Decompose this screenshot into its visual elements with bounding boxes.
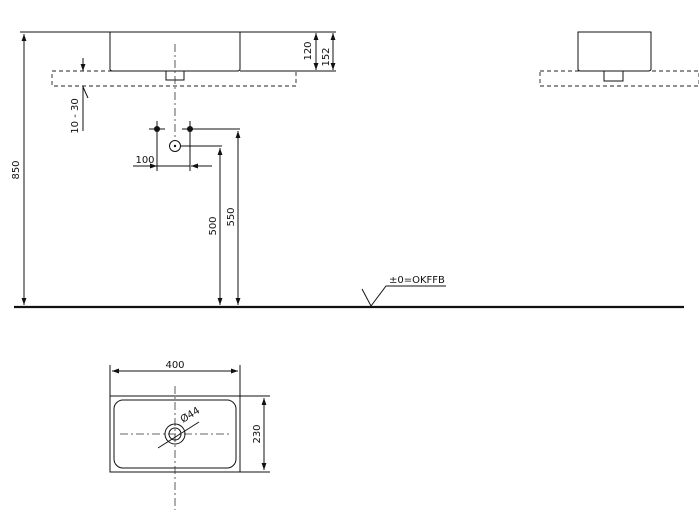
dim-120-label: 120: [303, 41, 314, 60]
floor-reference-marker: ±0=OKFFB: [361, 275, 446, 307]
side-elevation: [539, 31, 699, 87]
dim-230-label: 230: [252, 424, 263, 443]
dim-500-label: 500: [208, 216, 219, 235]
top-view: 400 Ø44 230: [109, 360, 270, 510]
dim-550-label: 550: [226, 207, 237, 226]
dim-counter-label: 10 - 30: [70, 98, 81, 133]
countertop: [51, 70, 297, 87]
floor-reference-label: ±0=OKFFB: [389, 275, 445, 286]
dim-850-label: 850: [11, 160, 22, 179]
dim-152-label: 152: [321, 47, 332, 66]
supply-valve-right: [182, 121, 198, 137]
waste-outlet: [169, 140, 181, 152]
supply-valve-left: [149, 121, 165, 137]
basin-side-view: [109, 31, 241, 72]
side-countertop: [539, 70, 699, 87]
dim-100-label: 100: [135, 155, 154, 166]
dim-400-label: 400: [165, 360, 184, 371]
basin-side-profile: [577, 31, 652, 72]
side-drain: [603, 70, 624, 82]
front-elevation: 850 120 152 10 - 30: [11, 31, 684, 309]
dim-diameter-leader: [157, 421, 200, 449]
